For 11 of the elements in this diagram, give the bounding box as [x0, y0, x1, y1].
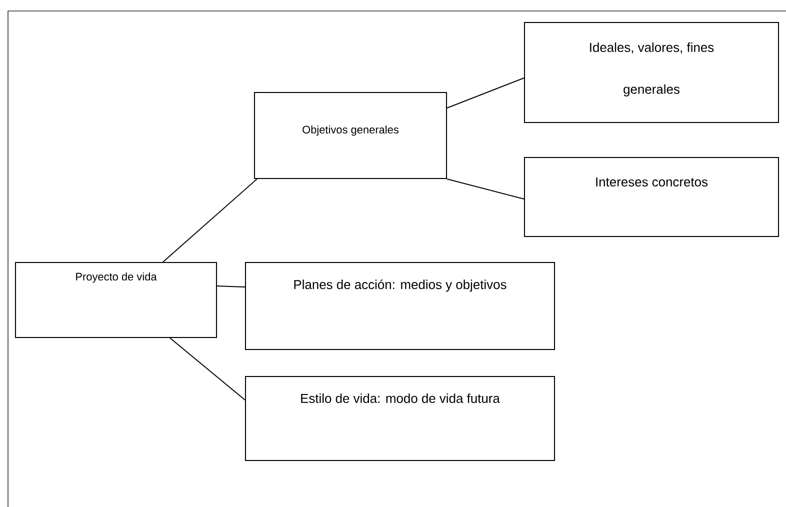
connector-line [162, 178, 258, 262]
connector-line [216, 285, 246, 288]
connector-line [170, 338, 246, 400]
text-box: Estilo de vida: modo de vida futura [245, 376, 555, 461]
text-box: Intereses concretos [524, 156, 779, 237]
text-box: Ideales, valores, fines generales [524, 22, 779, 123]
text-box: Objetivos generales [254, 92, 447, 179]
connector-line [446, 178, 524, 200]
text-box: Proyecto de vida [15, 262, 217, 338]
text-box: Planes de acción: medios y objetivos [245, 262, 555, 350]
connector-line [446, 77, 524, 108]
